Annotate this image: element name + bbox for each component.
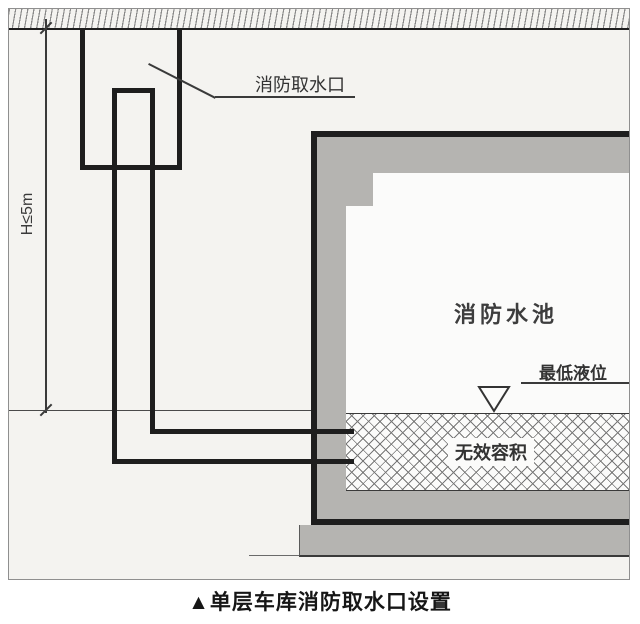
drawing-frame: H≤5m 无效容积 消防水池 最低液位 <box>8 8 630 580</box>
tank-left-outline <box>311 131 317 525</box>
dead-volume-label: 无效容积 <box>448 438 534 466</box>
intake-leader-horizontal <box>215 96 355 98</box>
intake-leader-diagonal <box>148 63 216 99</box>
lowest-level-reference-line <box>9 410 346 411</box>
tank-bottom-slab-concrete <box>317 491 629 519</box>
suction-pipe-cap <box>112 88 155 93</box>
suction-pipe-inner-vertical <box>150 88 155 434</box>
diagram-caption: ▲单层车库消防取水口设置 <box>188 591 452 614</box>
suction-pipe-outer-horizontal <box>112 459 354 464</box>
water-level-triangle-icon <box>477 386 511 413</box>
intake-label: 消防取水口 <box>255 75 345 95</box>
height-dimension-line <box>45 19 47 413</box>
tank-top-slab-concrete <box>317 137 629 173</box>
ground-line <box>9 28 629 30</box>
lowest-level-label: 最低液位 <box>539 364 607 383</box>
tank-footing <box>299 525 629 557</box>
pool-label: 消防水池 <box>453 302 558 327</box>
tank-top-outline <box>311 131 629 137</box>
floor-line <box>249 555 299 556</box>
suction-pipe-inner-horizontal <box>150 429 354 434</box>
intake-chamber-left-wall <box>80 28 85 170</box>
tank-bottom-outline <box>311 519 629 525</box>
ground-hatch-icon <box>9 9 629 28</box>
dead-volume-hatch <box>346 413 629 491</box>
suction-pipe-outer-vertical <box>112 88 117 464</box>
lowest-level-line <box>521 382 629 384</box>
intake-chamber-right-wall <box>177 28 182 170</box>
tank-left-wall-concrete <box>317 137 346 519</box>
intake-chamber-bottom <box>80 165 182 170</box>
tank-corner-haunch <box>346 173 373 206</box>
height-dimension-label: H≤5m <box>19 192 36 236</box>
